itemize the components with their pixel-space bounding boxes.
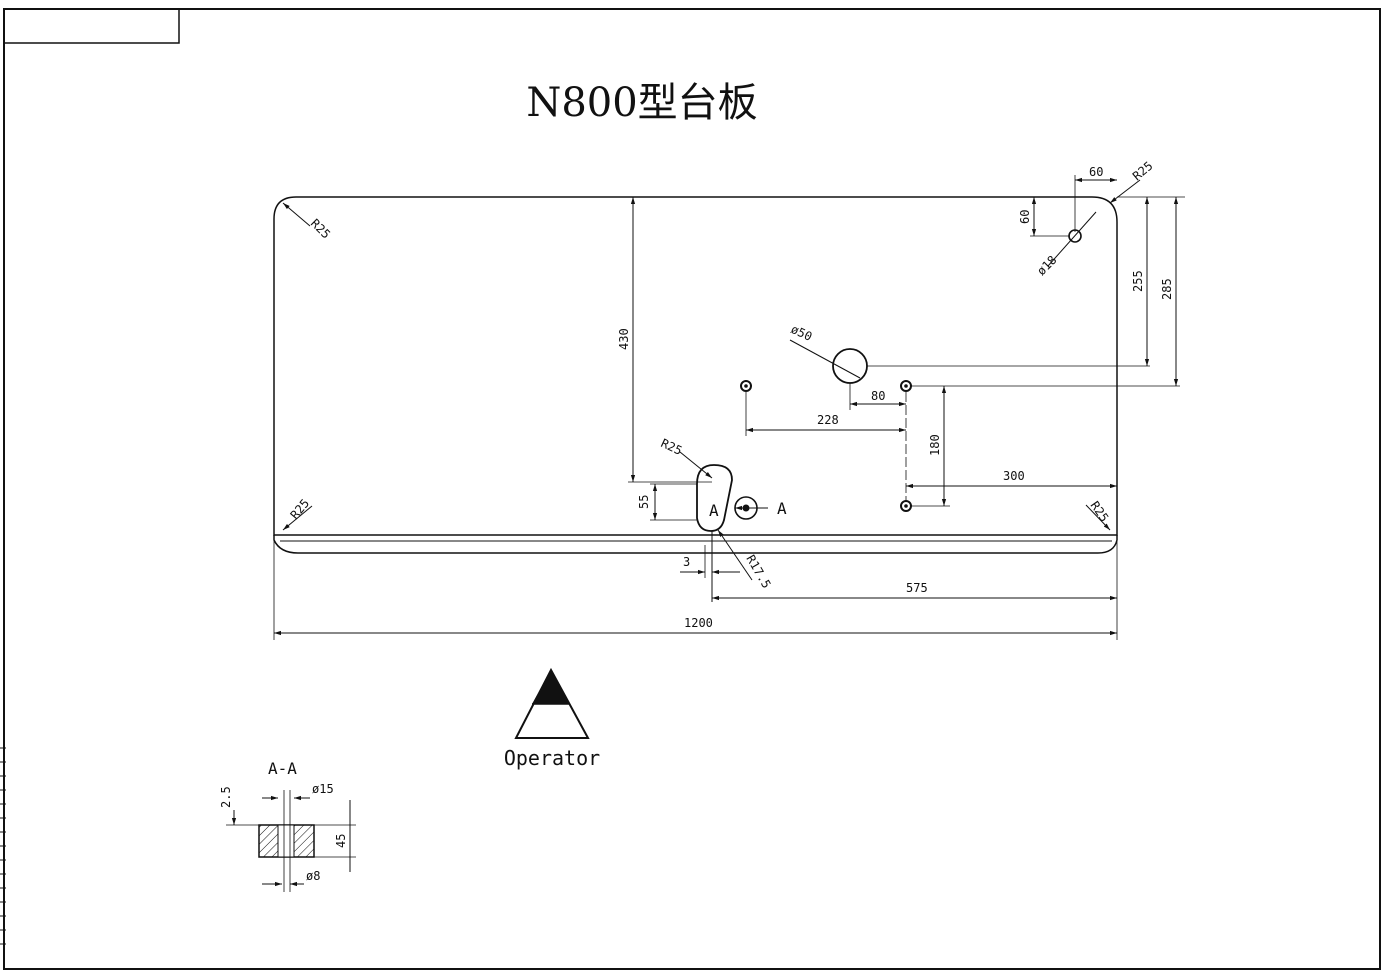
corner-radius-top-right: R25 <box>1130 159 1156 184</box>
slot-radius-bottom: R17.5 <box>743 553 773 591</box>
dim-mount-offset-300: 300 <box>1003 469 1025 483</box>
knee-lifter-slot <box>696 464 733 532</box>
operator-triangle-fill <box>532 670 570 704</box>
dim-pedal-575: 575 <box>906 581 928 595</box>
dim-mount-y-285: 285 <box>1160 278 1174 300</box>
dim-overall-1200: 1200 <box>684 616 713 630</box>
title-block-corner <box>3 8 180 44</box>
corner-radius-bottom-left: R25 <box>288 496 313 522</box>
dim-mount-spacing-228: 228 <box>817 413 839 427</box>
section-cut-label: A <box>777 499 787 518</box>
sheet-edge-ticks <box>0 747 6 945</box>
operator-label: Operator <box>504 746 600 770</box>
board-front-edge <box>273 535 1118 554</box>
dim-large-hole-y-255: 255 <box>1131 270 1145 292</box>
dim-small-hole-y: 60 <box>1018 210 1032 224</box>
drawing-title: N800型台板 <box>526 80 757 126</box>
corner-leader-tl <box>282 202 311 227</box>
dim-depth-430: 430 <box>617 328 631 350</box>
dim-large-hole-dia: ø50 <box>789 322 815 344</box>
dim-mount-spacing-180: 180 <box>928 434 942 456</box>
slot-radius-top: R25 <box>659 436 685 458</box>
small-hole-leader <box>1047 211 1097 267</box>
mount-hole-left-center <box>744 384 748 388</box>
mount-hole-rb-center <box>904 504 908 508</box>
corner-radius-top-left: R25 <box>308 216 333 241</box>
dim-slot-55: 55 <box>637 495 651 509</box>
mount-hole-rt-center <box>904 384 908 388</box>
slot-section-mark: A <box>709 501 719 520</box>
corner-radius-bottom-right: R25 <box>1088 499 1112 525</box>
corner-leader-tr <box>1109 179 1141 204</box>
section-bore <box>277 824 295 858</box>
slot-r175-leader <box>717 529 753 581</box>
large-hole-leader <box>789 339 861 379</box>
sheet-border <box>3 8 1381 970</box>
dim-small-hole-x: 60 <box>1089 165 1103 179</box>
dim-section-dia-top: ø15 <box>312 782 334 796</box>
mount-hole-left <box>740 380 752 392</box>
corner-leader-bl <box>282 505 313 531</box>
dim-hole-spacing-80: 80 <box>871 389 885 403</box>
dim-slot-offset-3: 3 <box>683 555 690 569</box>
dim-section-dia-bottom: ø8 <box>306 869 320 883</box>
dim-section-depth: 2.5 <box>219 786 233 808</box>
dim-section-thickness: 45 <box>334 834 348 848</box>
slot-r25-leader <box>679 451 713 479</box>
section-title: A-A <box>268 759 297 778</box>
corner-leader-br <box>1085 504 1111 531</box>
